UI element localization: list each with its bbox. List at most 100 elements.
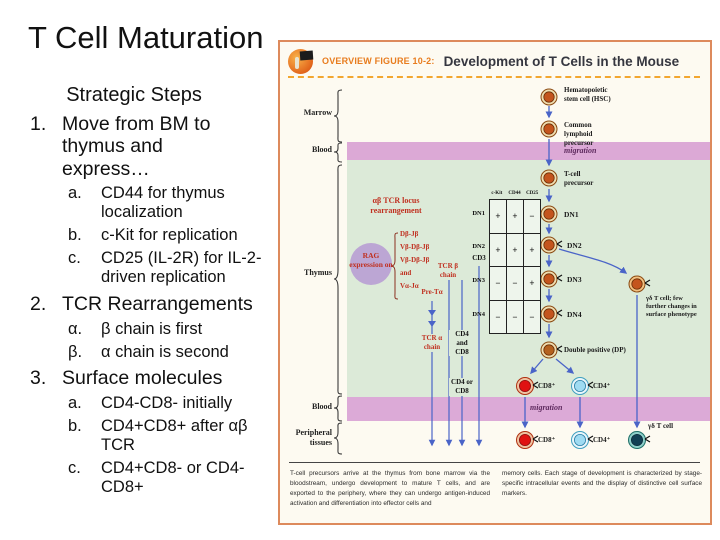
table-cell: − bbox=[524, 300, 541, 334]
item-marker: 2. bbox=[30, 293, 47, 316]
item-text: Surface molecules bbox=[62, 367, 223, 390]
zone-label-peripheral: Peripheral tissues bbox=[295, 428, 332, 447]
row-label-dn4: DN4 bbox=[472, 311, 485, 318]
label-cd4-or-cd8: CD4 or CD8 bbox=[449, 378, 475, 396]
item-marker: β. bbox=[68, 342, 83, 361]
outline-item-3a: a. CD4-CD8- initially bbox=[18, 394, 270, 413]
overview-figure: OVERVIEW FIGURE 10-2: Development of T C… bbox=[278, 40, 712, 525]
marker-table: + + − + + + − − + − − − bbox=[489, 199, 541, 334]
zone-label-marrow: Marrow bbox=[303, 108, 332, 117]
caption-divider bbox=[289, 462, 700, 463]
label-cd8-mid: CD8⁺ bbox=[538, 382, 556, 390]
item-text: CD4+CD8- or CD4-CD8+ bbox=[101, 458, 245, 496]
marker-table-header: c-Kit CD44 CD25 bbox=[488, 191, 541, 196]
item-text: α chain is second bbox=[101, 342, 229, 361]
item-text: Move from BM to thymus and express… bbox=[62, 113, 211, 180]
item-marker: b. bbox=[68, 226, 82, 245]
figure-header: OVERVIEW FIGURE 10-2: Development of T C… bbox=[288, 47, 702, 75]
item-marker: α. bbox=[68, 319, 83, 338]
figure-kicker: OVERVIEW FIGURE 10-2: bbox=[322, 56, 435, 66]
label-gd-note: γδ T cell; few further changes in surfac… bbox=[646, 295, 697, 319]
item-text: CD4-CD8- initially bbox=[101, 393, 233, 412]
label-dn3: DN3 bbox=[567, 275, 582, 284]
label-cd3: CD3 bbox=[467, 254, 491, 263]
label-locus-rearrangement: αβ TCR locus rearrangement bbox=[370, 196, 422, 215]
item-marker: 1. bbox=[30, 113, 47, 135]
label-dn4: DN4 bbox=[567, 310, 582, 319]
label-tcell-precursor: T-cell precursor bbox=[564, 170, 594, 187]
label-gd-tcell: γδ T cell bbox=[648, 422, 674, 430]
item-marker: c. bbox=[68, 458, 81, 477]
label-migration-bottom: migration bbox=[530, 403, 563, 412]
table-cell: − bbox=[524, 200, 541, 234]
gene-segment-5: Vα-Jα bbox=[400, 282, 419, 290]
label-clp: Common lymphoid precursor bbox=[564, 121, 594, 147]
item-marker: a. bbox=[68, 184, 82, 203]
page-title: T Cell Maturation bbox=[28, 20, 264, 55]
zone-label-blood-top: Blood bbox=[311, 145, 332, 154]
item-marker: 3. bbox=[30, 367, 47, 390]
label-cd8-bottom: CD8⁺ bbox=[538, 436, 556, 444]
outline-item-3b: b. CD4+CD8+ after αβ TCR bbox=[18, 417, 270, 455]
outline-item-2b: β. α chain is second bbox=[18, 343, 270, 362]
row-label-dn2: DN2 bbox=[472, 243, 485, 250]
outline-item-2a: α. β chain is first bbox=[18, 320, 270, 339]
label-pre-ta: Pre-Tα bbox=[416, 288, 448, 297]
label-cd4-mid: CD4⁺ bbox=[593, 382, 611, 390]
label-dn1: DN1 bbox=[564, 210, 579, 219]
table-cell: − bbox=[490, 267, 507, 301]
outline-item-1b: b. c-Kit for replication bbox=[18, 226, 270, 245]
table-cell: + bbox=[490, 233, 507, 267]
label-cd4-bottom: CD4⁺ bbox=[593, 436, 611, 444]
outline-item-2: 2. TCR Rearrangements bbox=[18, 293, 270, 315]
row-label-dn3: DN3 bbox=[472, 277, 485, 284]
outline-item-1c: c. CD25 (IL-2R) for IL-2-driven replicat… bbox=[18, 249, 270, 287]
caption-column-2: memory cells. Each stage of development … bbox=[502, 470, 702, 497]
gene-segment-4: and bbox=[400, 269, 412, 277]
table-cell: + bbox=[524, 233, 541, 267]
slide-outline: Strategic Steps 1. Move from BM to thymu… bbox=[18, 84, 270, 497]
table-cell: − bbox=[490, 300, 507, 334]
label-migration-top: migration bbox=[564, 146, 597, 155]
item-text: TCR Rearrangements bbox=[62, 293, 253, 316]
figure-title: Development of T Cells in the Mouse bbox=[443, 53, 680, 69]
outline-subtitle: Strategic Steps bbox=[66, 84, 202, 106]
outline-item-3c: c. CD4+CD8- or CD4-CD8+ bbox=[18, 459, 270, 497]
item-marker: c. bbox=[68, 249, 81, 268]
item-text: β chain is first bbox=[101, 319, 203, 338]
item-text: c-Kit for replication bbox=[101, 226, 238, 245]
blood-band-bottom bbox=[347, 397, 710, 421]
zone-label-blood-bottom: Blood bbox=[311, 402, 332, 411]
blood-band-top bbox=[347, 142, 710, 160]
outline-item-3: 3. Surface molecules bbox=[18, 367, 270, 389]
table-cell: + bbox=[507, 200, 524, 234]
table-cell: + bbox=[507, 233, 524, 267]
label-dn2: DN2 bbox=[567, 241, 582, 250]
label-dp: Double positive (DP) bbox=[564, 346, 626, 354]
item-marker: a. bbox=[68, 393, 82, 412]
col-header-cd44: CD44 bbox=[508, 191, 521, 196]
item-text: CD4+CD8+ after αβ TCR bbox=[101, 416, 248, 454]
label-tcr-alpha: TCR α chain bbox=[417, 334, 447, 352]
outline-item-1a: a. CD44 for thymus localization bbox=[18, 184, 270, 222]
zone-label-thymus: Thymus bbox=[303, 268, 332, 277]
label-tcr-beta: TCR β chain bbox=[430, 262, 466, 280]
table-cell: − bbox=[507, 267, 524, 301]
zone-braces bbox=[333, 89, 343, 455]
col-header-ckit: c-Kit bbox=[491, 191, 503, 196]
row-label-dn1: DN1 bbox=[472, 210, 485, 217]
label-cd4-and-cd8: CD4 and CD8 bbox=[449, 330, 475, 357]
gene-segment-3: Vβ-Dβ-Jβ bbox=[400, 256, 430, 264]
item-marker: b. bbox=[68, 416, 82, 435]
table-cell: + bbox=[524, 267, 541, 301]
overview-icon bbox=[288, 48, 314, 74]
gene-segment-2: Vβ-Dβ-Jβ bbox=[400, 243, 430, 251]
table-cell: + bbox=[490, 200, 507, 234]
item-text: CD25 (IL-2R) for IL-2-driven replication bbox=[101, 249, 262, 287]
header-divider bbox=[288, 76, 700, 78]
label-rag-expression: RAG expression on bbox=[349, 251, 393, 270]
caption-column-1: T-cell precursors arrive at the thymus f… bbox=[290, 470, 490, 507]
gene-segment-1: Dβ-Jβ bbox=[400, 230, 419, 238]
table-cell: − bbox=[507, 300, 524, 334]
outline-item-1: 1. Move from BM to thymus and express… bbox=[18, 113, 270, 180]
